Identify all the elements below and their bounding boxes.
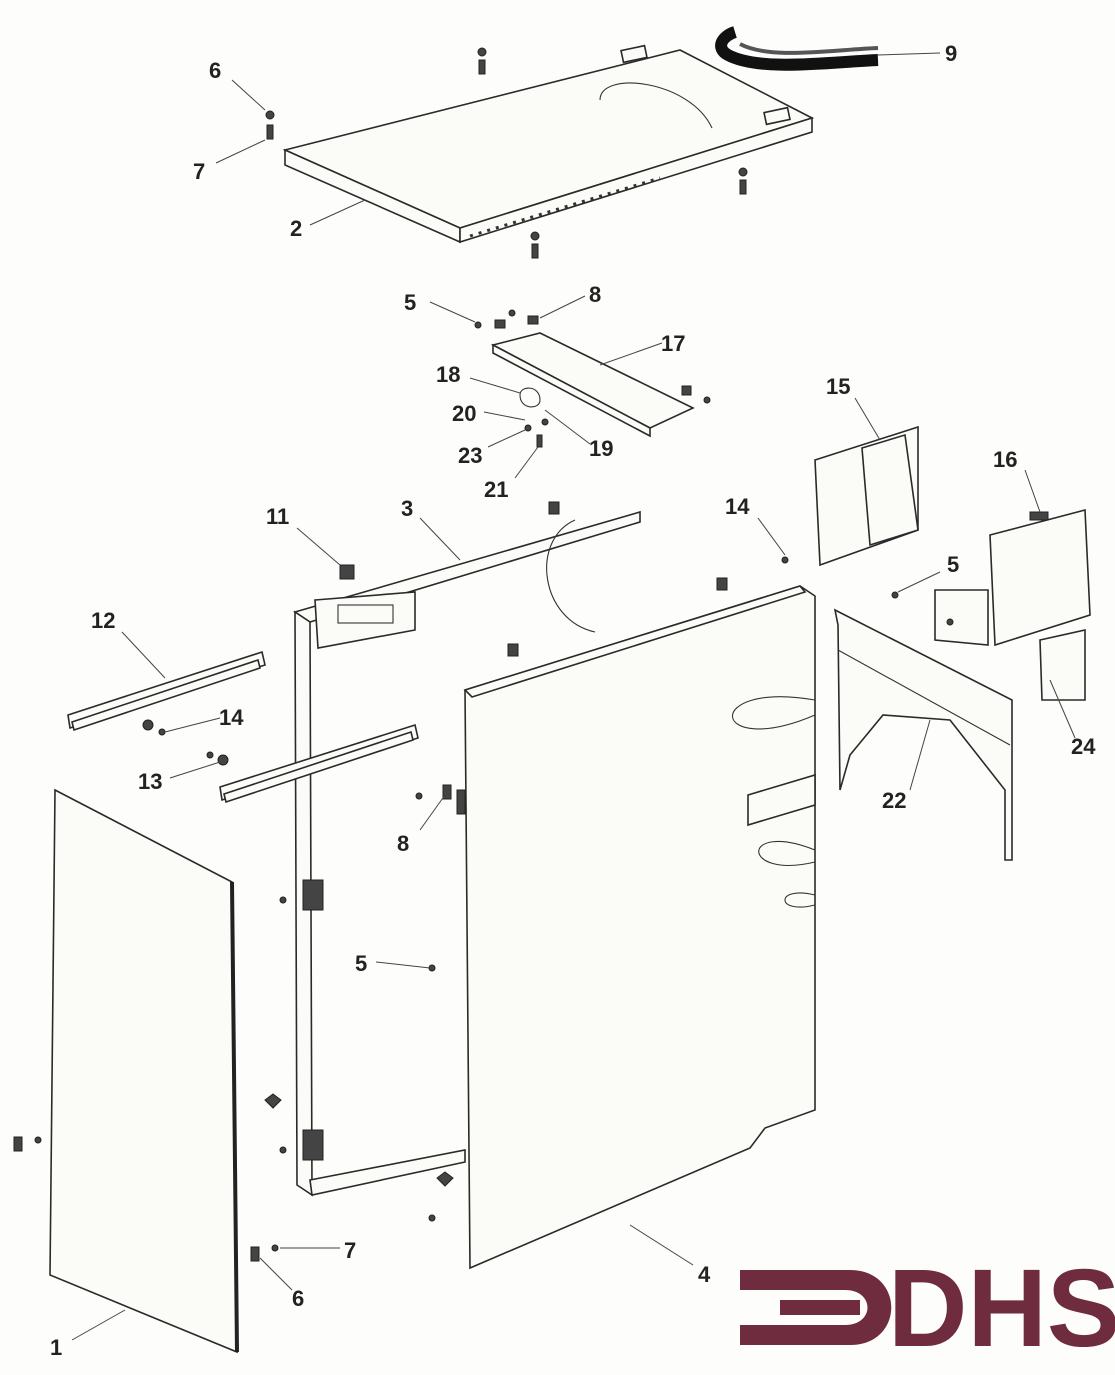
fasteners-top xyxy=(265,47,748,259)
part-9-gasket xyxy=(715,26,879,71)
callout-18: 18 xyxy=(436,362,460,387)
callout-17: 17 xyxy=(661,331,685,356)
misc-fasteners xyxy=(13,556,954,1262)
callout-7: 7 xyxy=(344,1238,356,1263)
part-16-cover xyxy=(989,508,1091,647)
logo-text: DHS xyxy=(888,1247,1115,1370)
callout-7: 7 xyxy=(193,159,205,184)
callout-5: 5 xyxy=(947,552,959,577)
part-4-side-panel xyxy=(442,585,816,1270)
callout-5: 5 xyxy=(404,290,416,315)
callout-22: 22 xyxy=(882,788,906,813)
callout-23: 23 xyxy=(458,443,482,468)
callout-13: 13 xyxy=(138,769,162,794)
part-2-top-panel xyxy=(282,44,815,244)
callout-2: 2 xyxy=(290,216,302,241)
callout-1: 1 xyxy=(50,1335,62,1360)
callout-4: 4 xyxy=(698,1262,711,1287)
dhs-logo: DHS xyxy=(740,1247,1115,1370)
callout-3: 3 xyxy=(401,496,413,521)
callout-20: 20 xyxy=(452,401,476,426)
vent-holes xyxy=(469,176,661,238)
part-12-rail xyxy=(67,650,266,732)
leader-lines xyxy=(71,52,1076,1341)
part-1-door xyxy=(49,788,238,1354)
callout-8: 8 xyxy=(397,831,409,856)
callout-21: 21 xyxy=(484,477,508,502)
logo-arrow-mark xyxy=(740,1270,892,1345)
callout-19: 19 xyxy=(589,436,613,461)
callout-14: 14 xyxy=(219,705,244,730)
part-22-back-panel xyxy=(833,608,1013,861)
callout-14: 14 xyxy=(725,494,750,519)
callout-9: 9 xyxy=(945,41,957,66)
callout-6: 6 xyxy=(292,1286,304,1311)
part-13-rail xyxy=(142,719,419,804)
callout-16: 16 xyxy=(993,447,1017,472)
callout-11: 11 xyxy=(266,504,289,529)
part-15-cover xyxy=(814,425,919,567)
callout-labels: 6 7 2 9 5 8 17 18 20 19 23 21 15 16 3 11… xyxy=(50,41,1096,1360)
callout-12: 12 xyxy=(91,608,115,633)
callout-15: 15 xyxy=(826,374,850,399)
part-17-bracket xyxy=(474,309,711,448)
callout-24: 24 xyxy=(1071,734,1096,759)
callout-5: 5 xyxy=(355,951,367,976)
part-3-frame xyxy=(293,501,728,1197)
callout-8: 8 xyxy=(589,282,601,307)
callout-6: 6 xyxy=(209,58,221,83)
